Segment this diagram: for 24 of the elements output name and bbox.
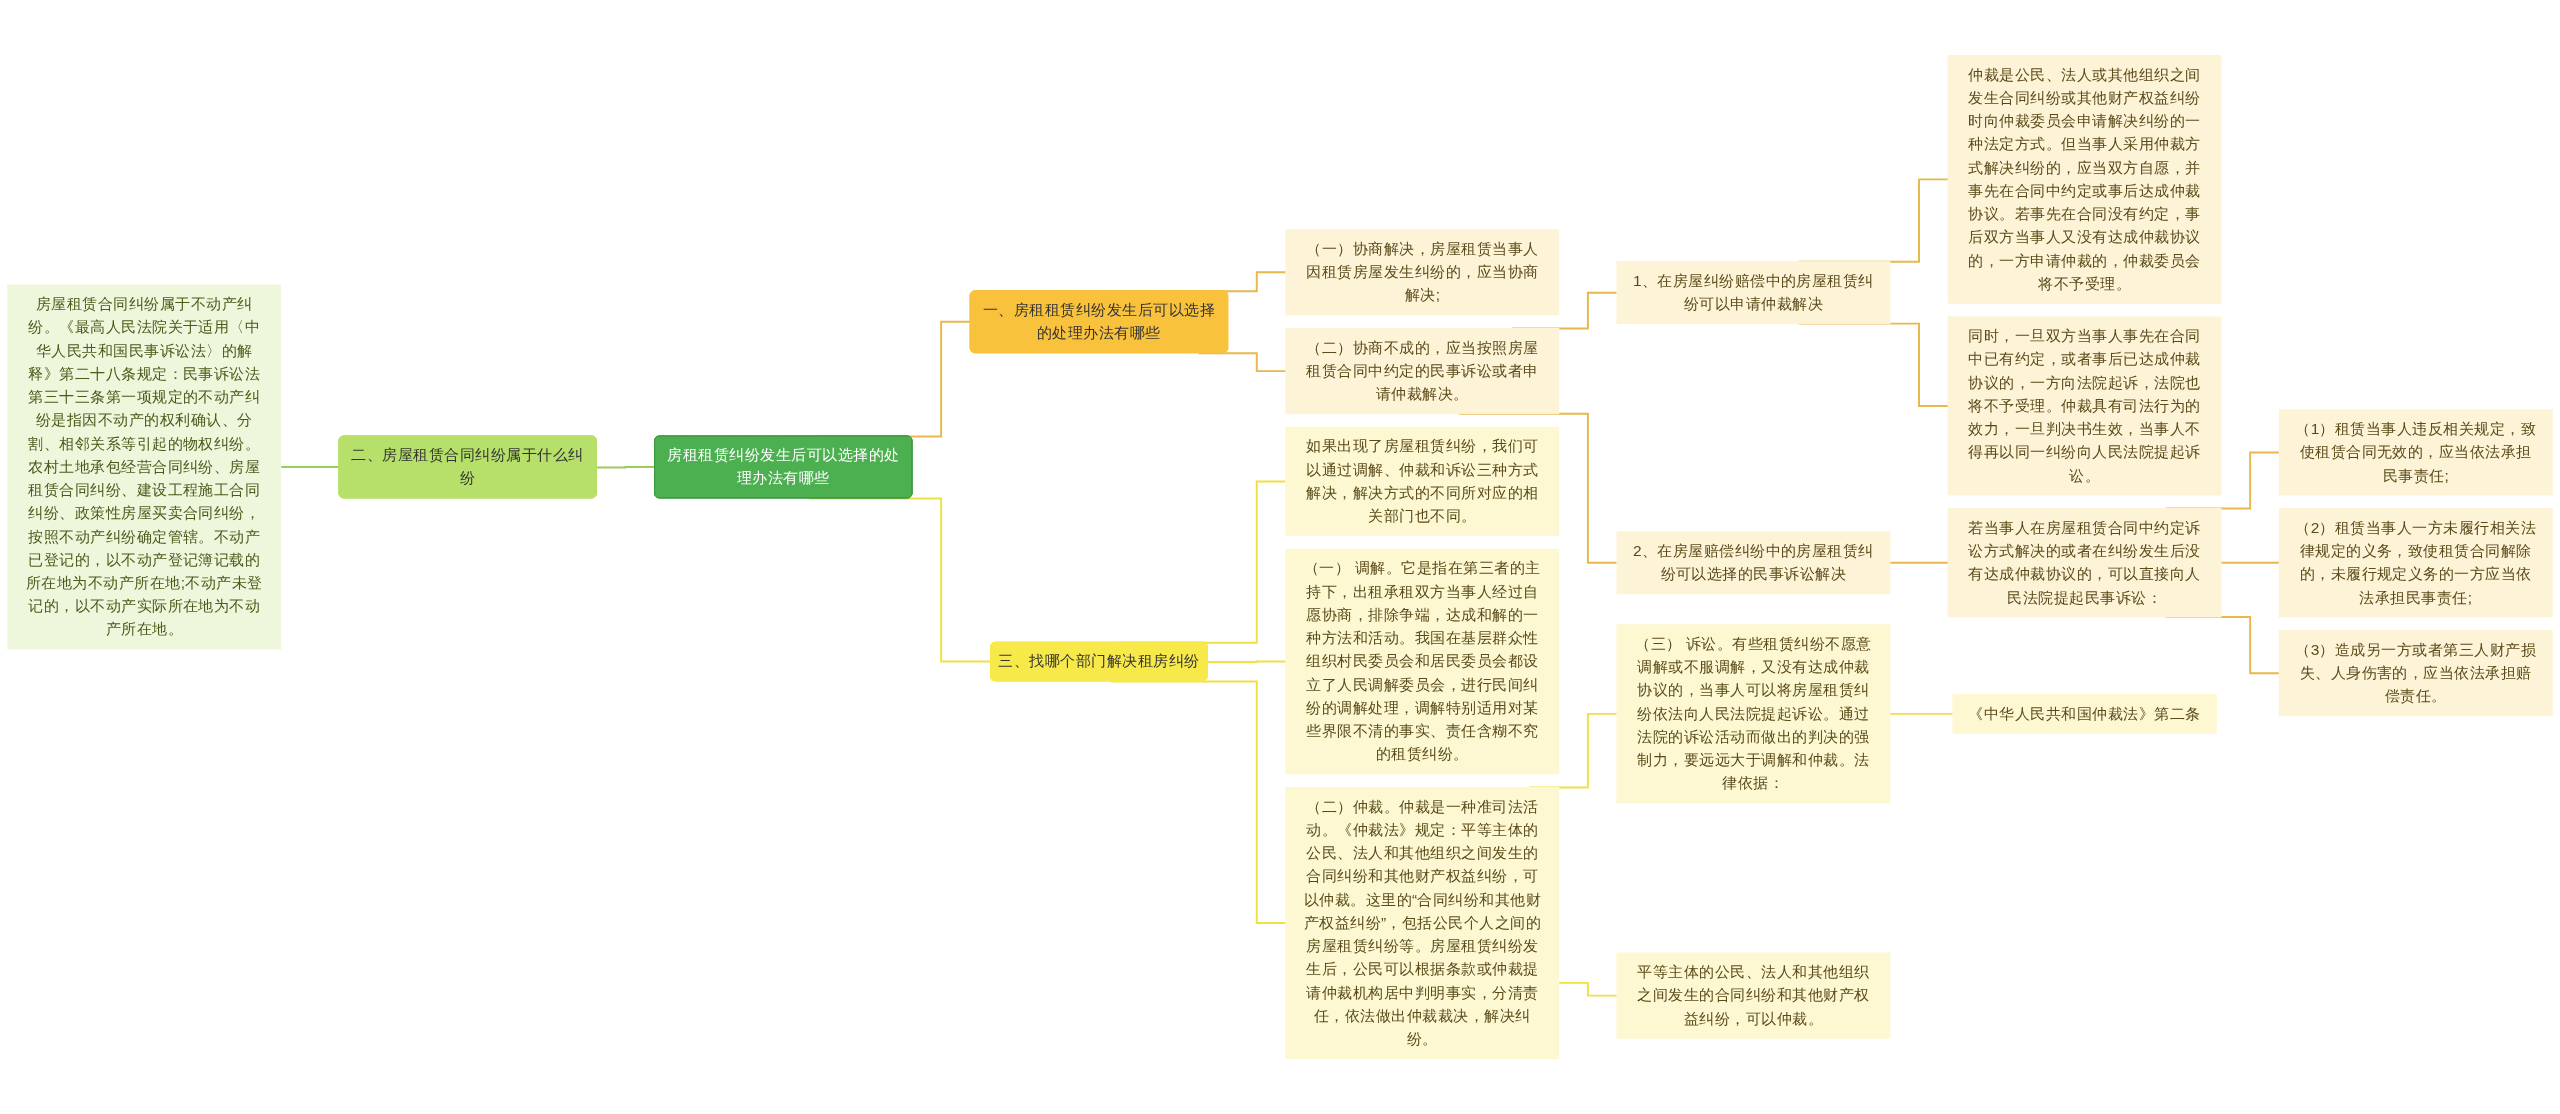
node-box: （一）协商解决，房屋租赁当事人因租赁房屋发生纠纷的，应当协商解决; bbox=[1285, 229, 1560, 316]
node-box: 2、在房屋赔偿纠纷中的房屋租赁纠纷可以选择的民事诉讼解决 bbox=[1616, 531, 1891, 595]
connector bbox=[1889, 561, 1950, 564]
node-box: 如果出现了房屋租赁纠纷，我们可以通过调解、仲裁和诉讼三种方式解决，解决方式的不同所对应的相关部门也不同。 bbox=[1285, 426, 1560, 537]
connector bbox=[1206, 660, 1287, 663]
connector bbox=[595, 465, 656, 469]
node-box: （二）仲裁。仲裁是一种准司法活动。《仲裁法》规定：平等主体的公民、法人和其他组织之间发生的合同纠纷和其他财产权益纠纷，可以仲裁。这里的“合同纠纷和其他财产权益纠纷”，包括公民个人之间的房屋租赁纠纷等。房屋租赁纠纷发生后，公民可以根据条款或仲裁提请仲裁机构居中判明事实，分清责任，依法做出仲裁裁决，解决纠纷。 bbox=[1285, 786, 1560, 1060]
connector bbox=[1197, 352, 1287, 373]
node-box: （二）协商不成的，应当按照房屋租赁合同中约定的民事诉讼或者申请仲裁解决。 bbox=[1285, 328, 1560, 415]
node-box: 《中华人民共和国仲裁法》第二条 bbox=[1952, 694, 2217, 734]
connector bbox=[2220, 561, 2281, 564]
node-box: （三） 诉讼。有些租赁纠纷不愿意调解或不服调解，又没有达成仲裁协议的，当事人可以将房屋租赁纠纷依法向人民法院提起诉讼。通过法院的诉讼活动而做出的判决的强制力，要远远大于调解和仲裁。法律依据： bbox=[1616, 624, 1891, 804]
connector bbox=[1889, 712, 1954, 715]
node-box: （2）租赁当事人一方未履行相关法律规定的义务，致使租赁合同解除的，未履行规定义务的一方应当依法承担民事责任; bbox=[2278, 508, 2553, 618]
node-box: 1、在房屋纠纷赔偿中的房屋租赁纠纷可以申请仲裁解决 bbox=[1616, 261, 1891, 325]
node-box: 平等主体的公民、法人和其他组织之间发生的合同纠纷和其他财产权益纠纷，可以仲裁。 bbox=[1616, 952, 1891, 1039]
connector bbox=[1557, 981, 1618, 997]
node-box: （1）租赁当事人违反相关规定，致使租赁合同无效的，应当依法承担民事责任; bbox=[2278, 409, 2553, 496]
node-box: 若当事人在房屋租赁合同中约定诉讼方式解决的或者在纠纷发生后没有达成仲裁协议的，可以直接向人民法院提起民事诉讼： bbox=[1947, 508, 2222, 618]
node-box: 仲裁是公民、法人或其他组织之间发生合同纠纷或其他财产权益纠纷时向仲裁委员会申请解决纠纷的一种法定方式。但当事人采用仲裁方式解决纠纷的，应当双方自愿，并事先在合同中约定或事后达成仲裁协议。若事先在合同没有约定，事后双方当事人又没有达成仲裁协议的，一方申请仲裁的，仲裁委员会将不予受理。 bbox=[1947, 54, 2222, 304]
node-box: 同时，一旦双方当事人事先在合同中已有约定，或者事后已达成仲裁协议的，一方向法院起诉，法院也将不予受理。仲裁具有司法行为的效力，一旦判决书生效，当事人不得再以同一纠纷向人民法院提起诉讼。 bbox=[1947, 316, 2222, 496]
node-box: 房屋租赁合同纠纷属于不动产纠纷。《最高人民法院关于适用〈中华人民共和国民事诉讼法〉的解释》第二十八条规定：民事诉讼法第三十三条第一项规定的不动产纠纷是指因不动产的权利确认、分割、相邻关系等引起的物权纠纷。农村土地承包经营合同纠纷、房屋租赁合同纠纷、建设工程施工合同纠纷、政策性房屋买卖合同纠纷，按照不动产纠纷确定管辖。不动产已登记的，以不动产登记簿记载的所在地为不动产所在地;不动产未登记的，以不动产实际所在地为不动产所在地。 bbox=[7, 284, 282, 650]
node-box: （一） 调解。它是指在第三者的主持下，出租承租双方当事人经过自愿协商，排除争端，达成和解的一种方法和活动。我国在基层群众性组织村民委员会和居民委员会都设立了人民调解委员会，进行民间纠纷的调解处理，调解特别适用对某些界限不清的事实、责任含糊不究的租赁纠纷。 bbox=[1285, 548, 1560, 775]
node-box: （3）造成另一方或者第三人财产损失、人身伤害的，应当依法承担赔偿责任。 bbox=[2278, 630, 2553, 717]
